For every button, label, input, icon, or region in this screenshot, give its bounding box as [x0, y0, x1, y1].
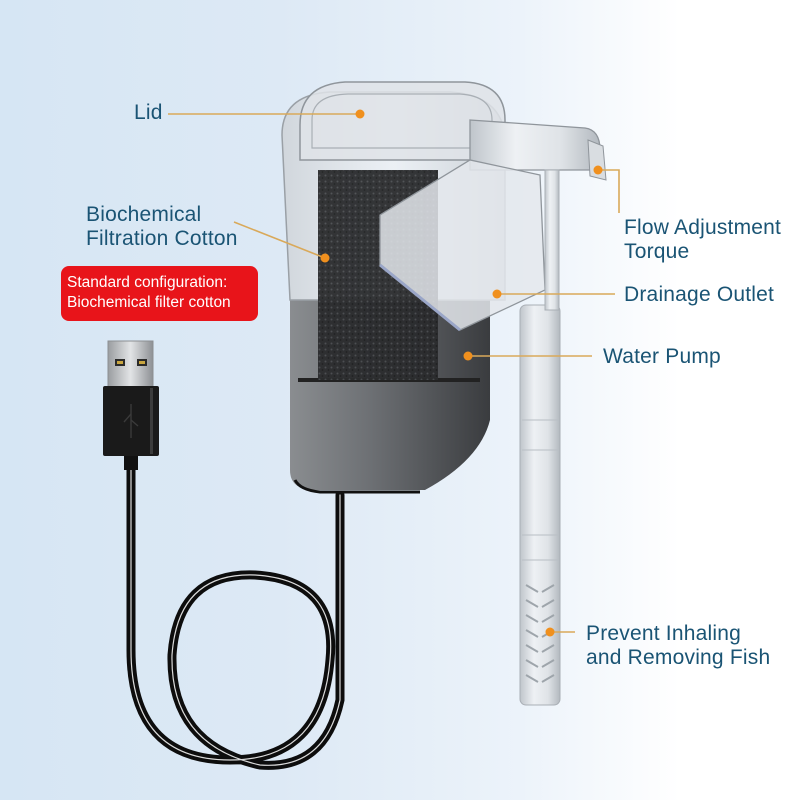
- callout-line-2: Filtration Cotton: [86, 227, 238, 250]
- usb-plug: [103, 340, 159, 470]
- callout-drainage-outlet: Drainage Outlet: [624, 283, 774, 307]
- callout-water-pump: Water Pump: [603, 345, 721, 369]
- callout-flow-adjustment-torque: Flow Adjustment Torque: [624, 216, 781, 264]
- callout-biochemical-filtration-cotton: Biochemical Filtration Cotton: [86, 203, 238, 251]
- callout-lid: Lid: [134, 101, 163, 125]
- callout-drainage-outlet-text: Drainage Outlet: [624, 283, 775, 306]
- usb-cable: [126, 463, 345, 770]
- callout-line-2: and Removing Fish: [586, 646, 771, 669]
- callout-lines: [168, 113, 620, 633]
- filter-housing: [281, 81, 607, 494]
- badge-line-1: Standard configuration:: [67, 274, 228, 291]
- standard-configuration-badge: Standard configuration: Biochemical filt…: [61, 266, 258, 321]
- callout-line-1: Flow Adjustment: [624, 216, 782, 239]
- callout-line-1: Biochemical: [86, 203, 202, 226]
- callout-lid-text: Lid: [134, 101, 163, 124]
- callout-line-1: Prevent Inhaling: [586, 622, 741, 645]
- intake-tube: [519, 304, 561, 706]
- callout-line-2: Torque: [624, 240, 690, 263]
- badge-line-2: Biochemical filter cotton: [67, 294, 231, 311]
- lid: [299, 81, 506, 161]
- callout-dots: [320, 109, 603, 637]
- usb-icon: [123, 404, 139, 438]
- callout-water-pump-text: Water Pump: [603, 345, 721, 368]
- callout-prevent-inhaling: Prevent Inhaling and Removing Fish: [586, 622, 770, 670]
